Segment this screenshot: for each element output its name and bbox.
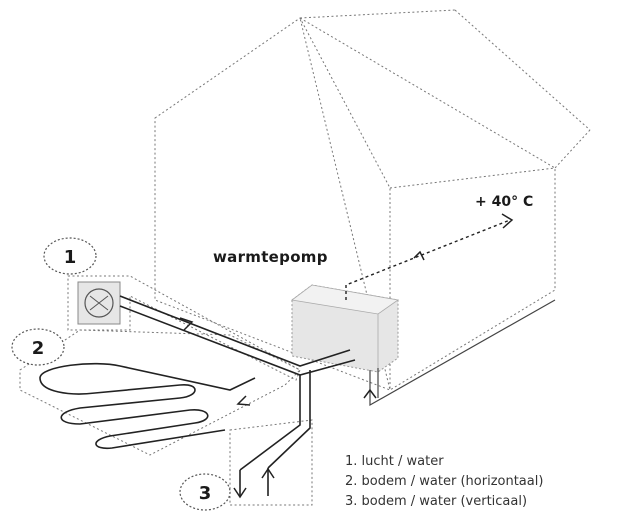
svg-text:2: 2 xyxy=(32,338,45,359)
ground-coil xyxy=(39,362,256,450)
house-outline xyxy=(154,9,591,391)
badge-2: 2 xyxy=(11,328,65,366)
heat-pump-label: warmtepomp xyxy=(213,248,328,266)
badge-3: 3 xyxy=(179,473,231,511)
legend-item: 1. lucht / water xyxy=(345,454,444,469)
flow-arrows xyxy=(179,317,377,499)
pipes xyxy=(119,295,556,496)
legend-item: 3. bodem / water (verticaal) xyxy=(345,494,527,509)
badge-1: 1 xyxy=(43,237,97,275)
svg-text:1: 1 xyxy=(64,247,77,268)
legend-item: 2. bodem / water (horizontaal) xyxy=(345,474,543,489)
temperature-label: + 40° C xyxy=(475,194,533,210)
heat-output-arrow xyxy=(345,213,514,300)
legend: 1. lucht / water 2. bodem / water (horiz… xyxy=(345,454,543,509)
air-unit xyxy=(77,281,121,325)
svg-text:3: 3 xyxy=(199,483,212,504)
zone-outlines xyxy=(19,275,313,506)
heat-pump-unit xyxy=(291,284,400,373)
